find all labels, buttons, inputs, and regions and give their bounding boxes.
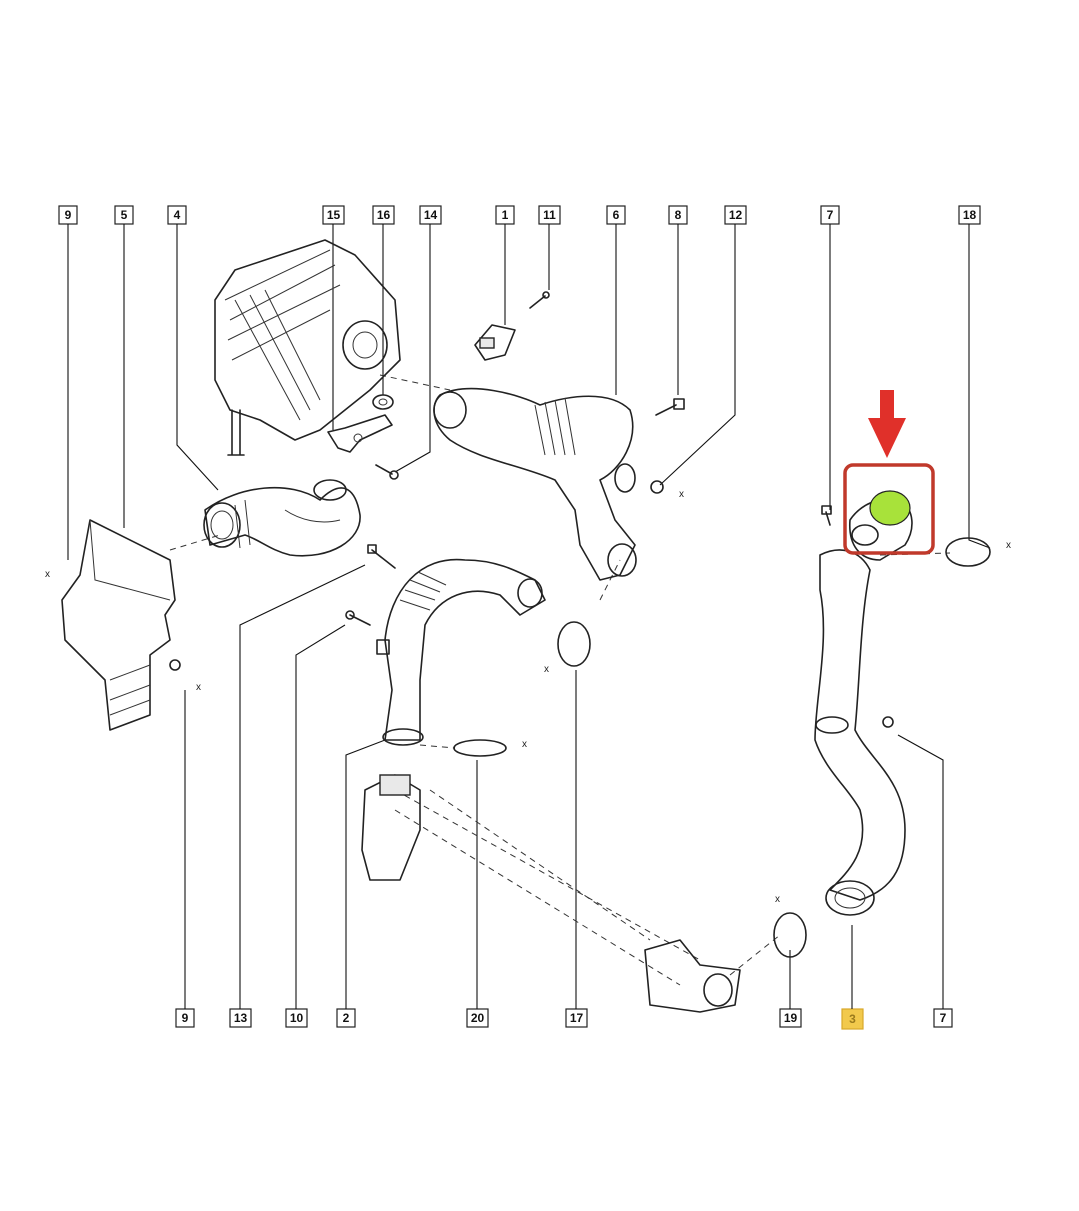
svg-text:17: 17 [570, 1011, 584, 1025]
callout-16[interactable]: 16 [372, 205, 395, 225]
bolt-part-14 [375, 464, 399, 480]
svg-text:14: 14 [424, 208, 438, 222]
callout-14[interactable]: 14 [419, 205, 442, 225]
callout-2[interactable]: 2 [336, 1008, 356, 1028]
callout-9-top[interactable]: 9 [58, 205, 78, 225]
down-arrow-icon [868, 390, 906, 458]
callouts-top: 9 5 4 15 16 14 1 11 6 8 12 7 18 [58, 205, 981, 225]
outlet-hose-part-6 [433, 387, 637, 581]
svg-text:x: x [679, 489, 684, 500]
svg-text:16: 16 [377, 208, 391, 222]
svg-text:7: 7 [827, 208, 834, 222]
svg-text:3: 3 [849, 1012, 856, 1026]
callouts-bottom: 9 13 10 2 20 17 19 3 7 [175, 1008, 953, 1030]
bracket-part-15 [327, 414, 393, 453]
svg-text:19: 19 [784, 1011, 798, 1025]
callout-4[interactable]: 4 [167, 205, 187, 225]
callout-11[interactable]: 11 [538, 205, 561, 225]
intercooler-hose-upper [376, 558, 546, 746]
callout-1[interactable]: 1 [495, 205, 515, 225]
seal-part-16 [372, 394, 394, 410]
highlight-box [843, 463, 935, 555]
svg-text:x: x [522, 739, 527, 750]
svg-text:12: 12 [729, 208, 743, 222]
sensor-part-1 [474, 324, 516, 361]
bolt-part-7-lower [882, 716, 894, 728]
svg-text:11: 11 [543, 208, 556, 222]
svg-text:5: 5 [121, 208, 128, 222]
svg-text:18: 18 [963, 208, 977, 222]
svg-text:7: 7 [940, 1011, 947, 1025]
svg-text:8: 8 [675, 208, 682, 222]
callout-20[interactable]: 20 [466, 1008, 489, 1028]
callout-7-top[interactable]: 7 [820, 205, 840, 225]
callout-3-highlighted[interactable]: 3 [841, 1008, 864, 1030]
screw-part-11 [529, 291, 550, 309]
svg-text:20: 20 [471, 1011, 485, 1025]
nut-part-12 [650, 480, 664, 494]
callout-18[interactable]: 18 [958, 205, 981, 225]
seal-part-18 [945, 537, 991, 567]
alignment-lines [169, 374, 951, 986]
svg-text:4: 4 [174, 208, 181, 222]
svg-text:13: 13 [234, 1011, 248, 1025]
callout-13[interactable]: 13 [229, 1008, 252, 1028]
svg-text:x: x [775, 894, 780, 905]
callout-10[interactable]: 10 [285, 1008, 308, 1028]
svg-text:2: 2 [343, 1011, 350, 1025]
screw-part-13 [367, 544, 396, 569]
leader-lines [67, 224, 991, 1009]
callout-7-bottom[interactable]: 7 [933, 1008, 953, 1028]
charge-air-hose-part-3 [814, 549, 906, 916]
bolt-part-7-upper [821, 505, 832, 526]
air-duct-part-4 [203, 479, 361, 557]
svg-text:6: 6 [613, 208, 620, 222]
highlighted-part-green [869, 490, 911, 526]
callout-19[interactable]: 19 [779, 1008, 802, 1028]
callout-6[interactable]: 6 [606, 205, 626, 225]
intercooler-core [361, 774, 741, 1013]
svg-text:x: x [1006, 540, 1011, 551]
resonator-part-5 [61, 519, 181, 731]
svg-text:9: 9 [65, 208, 72, 222]
air-filter-housing [214, 239, 401, 456]
svg-text:1: 1 [502, 208, 509, 222]
highlighted-elbow-connector [849, 490, 913, 561]
seal-part-20 [453, 739, 507, 757]
callout-15[interactable]: 15 [322, 205, 345, 225]
callout-9-bottom[interactable]: 9 [175, 1008, 195, 1028]
svg-text:x: x [544, 664, 549, 675]
seal-part-17 [557, 621, 591, 667]
callout-17[interactable]: 17 [565, 1008, 588, 1028]
svg-text:9: 9 [182, 1011, 189, 1025]
callout-8[interactable]: 8 [668, 205, 688, 225]
seal-part-19 [773, 912, 807, 958]
direction-markers: x x x x x x x [45, 489, 1011, 905]
svg-text:15: 15 [327, 208, 341, 222]
screw-part-10 [345, 610, 371, 626]
svg-text:10: 10 [290, 1011, 304, 1025]
svg-text:x: x [45, 569, 50, 580]
bolt-part-8 [655, 398, 685, 416]
svg-text:x: x [196, 682, 201, 693]
callout-5[interactable]: 5 [114, 205, 134, 225]
callout-12[interactable]: 12 [724, 205, 747, 225]
